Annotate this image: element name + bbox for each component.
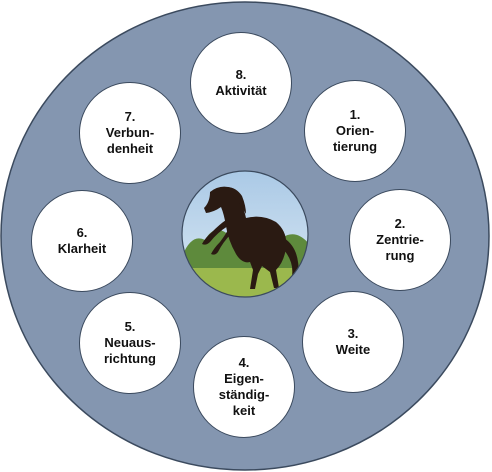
node-label: 1. Orien- tierung — [332, 107, 378, 154]
node-zentrierung: 2. Zentrie- rung — [349, 189, 451, 291]
horse-body — [204, 186, 287, 289]
node-aktivitaet: 8. Aktivität — [190, 32, 292, 134]
horse-mane — [220, 187, 246, 214]
node-label: 5. Neuaus- richtung — [104, 319, 156, 366]
node-weite: 3. Weite — [302, 291, 404, 393]
horse-tail — [284, 238, 299, 276]
node-verbundenheit: 7. Verbun- denheit — [79, 82, 181, 184]
horse-silhouette — [202, 186, 299, 289]
node-label: 4. Eigen- ständig- keit — [218, 355, 270, 418]
node-label: 8. Aktivität — [215, 67, 267, 98]
node-label: 6. Klarheit — [57, 225, 107, 256]
node-label: 7. Verbun- denheit — [105, 109, 155, 156]
horse-front-leg-right — [211, 228, 231, 255]
node-eigenstaendigkeit: 4. Eigen- ständig- keit — [193, 336, 295, 438]
horse-front-leg-left — [202, 220, 228, 245]
node-orientierung: 1. Orien- tierung — [304, 80, 406, 182]
node-klarheit: 6. Klarheit — [31, 190, 133, 292]
center-image-border — [181, 170, 309, 298]
node-neuausrichtung: 5. Neuaus- richtung — [79, 292, 181, 394]
node-label: 2. Zentrie- rung — [376, 216, 424, 263]
node-label: 3. Weite — [335, 326, 371, 357]
